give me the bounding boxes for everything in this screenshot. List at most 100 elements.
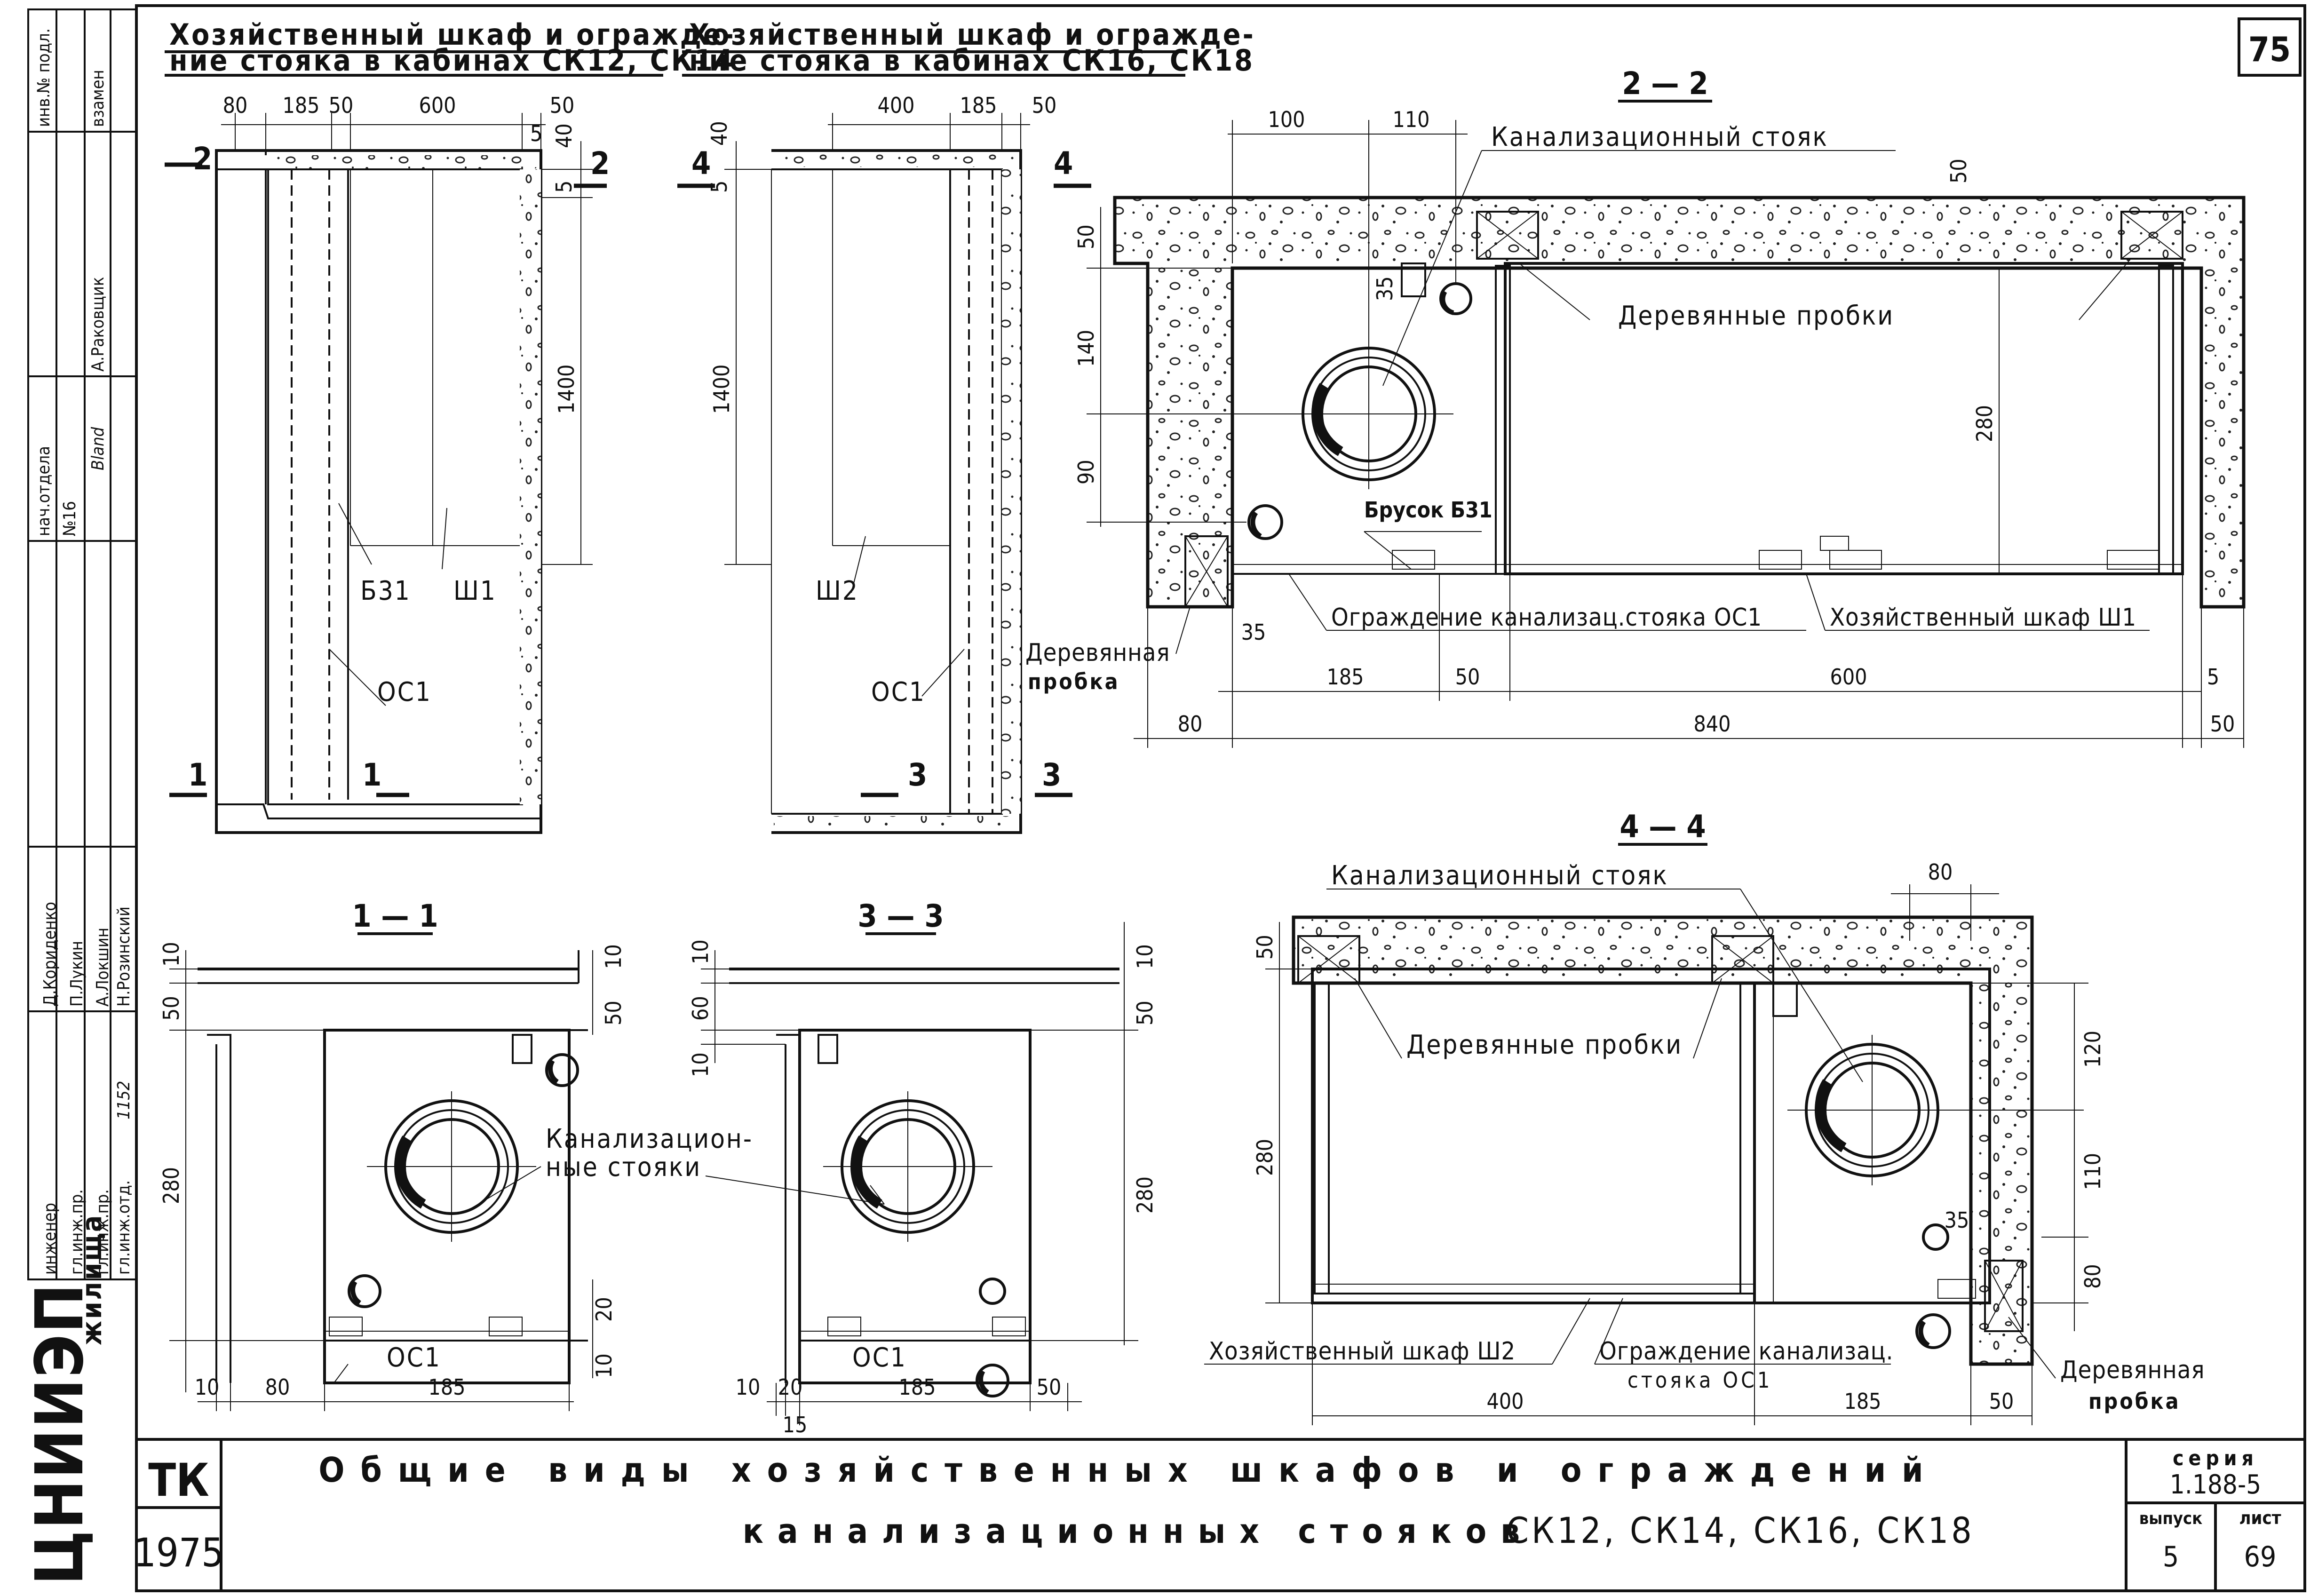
sec-2-2-label-guard: Ограждение канализац.стояка ОС1 <box>1331 603 1762 632</box>
page-number: 75 <box>2248 30 2291 69</box>
stamp-name-lokshin: А.Локшин <box>93 928 112 1007</box>
sec-2-2-dim-5: 5 <box>2207 664 2219 690</box>
section-1-1 <box>169 932 885 1411</box>
stamp-header-inv: инв.№ подл. <box>34 28 54 127</box>
stamp-role-gl-pr1: гл.инж.пр. <box>93 1189 112 1275</box>
sec-3-3-dim-20: 20 <box>778 1374 803 1400</box>
sec-2-2-label-plugs: Деревянные пробки <box>1618 301 1894 331</box>
plan-a-cut-2-left: 2 <box>193 141 212 177</box>
stamp-name-dept: №16 <box>60 501 79 536</box>
sec-4-4-title: 4 — 4 <box>1619 809 1706 845</box>
sec-2-2-dim-50-left: 50 <box>1073 224 1099 249</box>
stamp-header-instead: взамен <box>88 70 108 127</box>
plan-a-dim-80: 80 <box>223 93 248 118</box>
sec-2-2-dim-35-bottom: 35 <box>1241 619 1266 645</box>
year: 1975 <box>134 1530 224 1576</box>
stamp-sign-rozinsky: 1152 <box>114 1081 134 1120</box>
sec-4-4-dim-80-right: 80 <box>2080 1264 2105 1289</box>
sec-4-4-dim-35: 35 <box>1945 1207 1969 1233</box>
sec-1-1-dim-80: 80 <box>265 1374 290 1400</box>
plan-b-dim-400: 400 <box>878 93 915 118</box>
sec-2-2-dim-100: 100 <box>1268 107 1305 132</box>
sec-4-4-label-guard-l2: стояка ОС1 <box>1627 1367 1772 1393</box>
sec-2-2-dim-50-mid: 50 <box>1455 664 1480 690</box>
sec-4-4-label-riser: Канализационный стояк <box>1331 860 1668 891</box>
sec-4-4-label-plug-l1: Деревянная <box>2060 1356 2205 1384</box>
stamp-name-rozinsky: Н.Розинский <box>114 906 134 1007</box>
sec-2-2-label-riser: Канализационный стояк <box>1491 122 1828 152</box>
sec-3-3-dim-185: 185 <box>899 1374 936 1400</box>
plan-b-label-sh2: Ш2 <box>816 576 859 606</box>
sec-2-2-title: 2 — 2 <box>1622 65 1708 102</box>
sec-3-3-dim-10-top: 10 <box>688 939 713 964</box>
sec-2-2-dim-185: 185 <box>1327 664 1364 690</box>
sec-4-4-label-plug-l2: пробка <box>2088 1389 2181 1414</box>
sec-1-1-dim-20: 20 <box>591 1297 617 1322</box>
sheet-label: лист <box>2239 1508 2281 1528</box>
plan-b-label-oc1: ОС1 <box>871 677 926 707</box>
sec-1-1-label-riser-l2: ные стояки <box>546 1152 701 1183</box>
plan-b-cut-3-right: 3 <box>1042 757 1061 793</box>
stamp-role-head: нач.отдела <box>34 446 54 536</box>
stamp-name-lukin: П.Лукин <box>67 941 87 1007</box>
org-code: ТК <box>148 1454 209 1507</box>
plan-b-dim-5: 5 <box>707 181 732 193</box>
sec-1-1-dim-10-left: 10 <box>159 942 184 967</box>
sec-3-3-label-oc1: ОС1 <box>852 1342 907 1373</box>
series-label: серия <box>2173 1446 2258 1470</box>
plan-a <box>165 50 663 834</box>
plan-a-dim-50: 50 <box>329 93 354 118</box>
sec-1-1-dim-10-bottom: 10 <box>591 1353 617 1378</box>
sec-2-2-dim-80: 80 <box>1178 711 1203 737</box>
section-3-3 <box>701 922 1138 1425</box>
sec-2-2-label-plug-l1: Деревянная <box>1025 639 1170 667</box>
plan-a-label-sh1: Ш1 <box>453 576 497 606</box>
plan-a-cut-1-left: 1 <box>188 757 207 793</box>
sec-3-3-dim-15: 15 <box>783 1412 808 1437</box>
sec-2-2-dim-50-right: 50 <box>2210 711 2235 737</box>
sec-4-4-dim-400: 400 <box>1487 1389 1524 1414</box>
sec-2-2-label-bar: Брусок Б31 <box>1364 497 1492 523</box>
sec-2-2-dim-140: 140 <box>1073 330 1099 367</box>
sec-3-3-dim-10: 10 <box>736 1374 761 1400</box>
stamp-sign-head: Bland <box>88 427 108 470</box>
sheet-title-models: СК12, СК14, СК16, СК18 <box>1506 1509 1974 1551</box>
sec-3-3-dim-60: 60 <box>688 996 713 1021</box>
sec-2-2-dim-90: 90 <box>1073 460 1099 484</box>
sec-3-3-title: 3 — 3 <box>857 898 944 934</box>
sec-2-2-dim-110: 110 <box>1393 107 1430 132</box>
sec-1-1-label-oc1: ОС1 <box>387 1342 441 1373</box>
page-number-box <box>2238 17 2302 77</box>
plan-a-title-l1: Хозяйственный шкаф и огражде- <box>169 17 736 52</box>
sec-2-2-label-cabinet: Хозяйственный шкаф Ш1 <box>1830 603 2136 632</box>
sec-2-2-label-plug-l2: пробка <box>1028 669 1120 694</box>
plan-a-label-b31: Б31 <box>360 576 411 606</box>
plan-a-title-l2: ние стояка в кабинах СК12, СК14 <box>169 43 735 78</box>
plan-a-dim-5: 5 <box>530 121 542 146</box>
sheet-title-line2: канализационных стояков <box>743 1511 1534 1551</box>
plan-b <box>677 50 1185 834</box>
plan-a-dim-1400: 1400 <box>554 365 579 414</box>
stamp-name-koridenko: Д.Кориденко <box>40 902 60 1007</box>
plan-a-dim-side-5: 5 <box>551 181 577 193</box>
issue-value: 5 <box>2163 1540 2179 1573</box>
sheet-value: 69 <box>2244 1540 2277 1573</box>
plan-b-dim-185: 185 <box>960 93 997 118</box>
sec-1-1-dim-185: 185 <box>429 1374 466 1400</box>
stamp-role-gl-pr2: гл.инж.пр. <box>67 1189 87 1275</box>
sec-4-4-dim-110: 110 <box>2080 1153 2105 1190</box>
plan-b-cut-4-left: 4 <box>691 145 711 182</box>
stamp-name-rakovshik: А.Раковщик <box>88 277 108 372</box>
plan-a-dim-600: 600 <box>419 93 456 118</box>
plan-b-cut-3-left: 3 <box>908 757 927 793</box>
sec-1-1-dim-50-right: 50 <box>601 1000 626 1025</box>
section-2-2 <box>1087 100 2246 748</box>
sec-1-1-dim-50-left: 50 <box>159 996 184 1021</box>
plan-a-cut-2-right: 2 <box>590 145 610 182</box>
issue-label: выпуск <box>2139 1509 2202 1528</box>
sec-1-1-dim-280: 280 <box>159 1167 184 1204</box>
sec-4-4-dim-50-left: 50 <box>1252 935 1278 960</box>
plan-a-dim-40: 40 <box>551 123 577 148</box>
sec-1-1-dim-10-right: 10 <box>601 944 626 969</box>
